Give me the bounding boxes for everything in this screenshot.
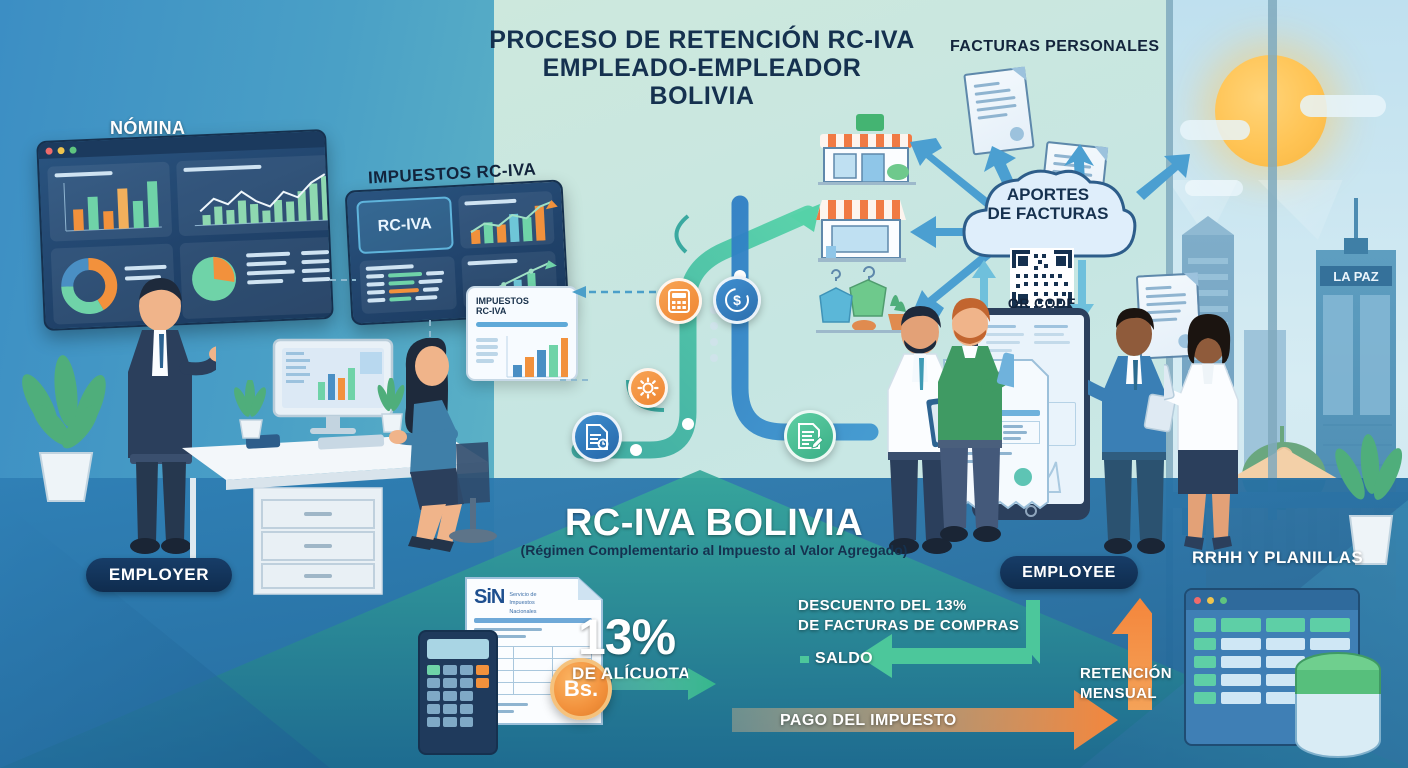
la-paz-building-label: LA PAZ xyxy=(1333,269,1379,284)
nomina-label: NÓMINA xyxy=(110,118,186,138)
page-title-line3: BOLIVIA xyxy=(649,82,755,110)
close-icon[interactable] xyxy=(45,146,53,155)
desktop-monitor[interactable] xyxy=(270,338,400,448)
descuento-line2: DE FACTURAS DE COMPRAS xyxy=(798,617,1020,635)
close-icon[interactable] xyxy=(1194,596,1201,604)
facturas-personales-label: FACTURAS PERSONALES xyxy=(950,38,1160,55)
calculator-icon[interactable] xyxy=(656,278,702,324)
document-clock-icon[interactable] xyxy=(572,412,622,462)
calculator-display xyxy=(427,639,489,659)
rrhh-table xyxy=(1186,610,1358,712)
rrhh-label: RRHH Y PLANILLAS xyxy=(1192,548,1364,567)
person-employee-3 xyxy=(1088,308,1176,554)
database-icon xyxy=(1295,652,1381,758)
qr-code-label: QR CODE xyxy=(1007,295,1077,311)
bottom-flow-arrows xyxy=(612,598,1152,750)
page-title-line1: PROCESO DE RETENCIÓN RC-IVA xyxy=(489,26,915,54)
window-mullion xyxy=(1268,0,1277,520)
svg-text:$: $ xyxy=(733,292,741,308)
maximize-icon[interactable] xyxy=(69,145,77,154)
sin-logo: SiN xyxy=(474,586,505,608)
footer-subtitle: (Régimen Complementario al Impuesto al V… xyxy=(520,542,908,558)
cloud-to-stores-arrows xyxy=(910,138,1002,318)
retencion-line1: RETENCIÓN xyxy=(1080,665,1172,682)
process-flow-arrows xyxy=(571,195,879,459)
descuento-line1: DESCUENTO DEL 13% xyxy=(798,597,967,614)
employee-seated-person xyxy=(389,338,497,552)
storefront-green-icon xyxy=(818,114,916,185)
maximize-icon[interactable] xyxy=(1220,596,1227,604)
retencion-label: RETENCIÓN MENSUAL xyxy=(1080,664,1172,705)
descuento-label: DESCUENTO DEL 13% DE FACTURAS DE COMPRAS xyxy=(798,596,1019,637)
retencion-line2: MENSUAL xyxy=(1080,685,1157,703)
storefront-orange-icon xyxy=(816,200,906,262)
aportes-line2: DE FACTURAS xyxy=(987,203,1109,223)
card-title-line2: RC-IVA xyxy=(476,306,507,317)
nomina-bars-panel xyxy=(47,161,173,242)
money-cycle-icon[interactable]: $ xyxy=(713,276,761,324)
receipt-seal xyxy=(1014,468,1032,486)
nomina-dashboard-screen[interactable] xyxy=(36,129,334,331)
gear-icon[interactable] xyxy=(628,368,668,408)
currency-badge-label: Bs. xyxy=(563,676,599,701)
sin-sub-line3: Nacionales xyxy=(509,608,537,615)
currency-badge: Bs. xyxy=(550,658,612,720)
minimize-icon[interactable] xyxy=(1207,596,1214,604)
page-title-line2: EMPLEADO-EMPLEADOR xyxy=(542,54,862,82)
person-employee-2 xyxy=(938,298,1014,542)
nomina-pie-panel xyxy=(179,236,334,320)
tablet-home-button[interactable] xyxy=(1025,505,1037,517)
nomina-trend-panel xyxy=(176,154,334,237)
window-titlebar xyxy=(1186,590,1358,610)
plant-desk-left xyxy=(234,380,266,439)
saldo-row: SALDO xyxy=(800,650,873,668)
pago-label: PAGO DEL IMPUESTO xyxy=(780,712,957,729)
saldo-marker xyxy=(800,655,809,663)
person-employee-4 xyxy=(1164,314,1239,550)
impuestos-rciva-card[interactable]: IMPUESTOS RC-IVA xyxy=(466,286,578,381)
cloud-decoration xyxy=(1300,95,1386,117)
card-bar-chart xyxy=(506,335,568,378)
sin-sub-line2: Impuestos xyxy=(509,600,535,607)
employer-person xyxy=(128,278,216,554)
document-pen-icon[interactable] xyxy=(784,410,836,462)
employee-badge: EMPLOYEE xyxy=(1000,556,1138,589)
employer-badge: EMPLOYER xyxy=(86,558,232,592)
clothing-rack-icon xyxy=(816,266,916,333)
page-title: PROCESO DE RETENCIÓN RC-IVA EMPLEADO-EMP… xyxy=(452,26,952,110)
minimize-icon[interactable] xyxy=(57,146,65,154)
footer-title: RC-IVA BOLIVIA xyxy=(564,502,864,544)
saldo-label: SALDO xyxy=(815,650,873,667)
rciva-bars-panel xyxy=(457,190,558,249)
calculator-device[interactable] xyxy=(418,630,498,755)
nomina-donut-panel xyxy=(50,243,176,325)
rate-value: 13% xyxy=(578,609,676,665)
qr-vertical-arrows xyxy=(972,260,1094,324)
qr-code-icon[interactable] xyxy=(1010,248,1074,312)
aportes-line1: APORTES xyxy=(1006,185,1090,204)
cloud-decoration xyxy=(1180,120,1250,140)
card-title-line1: IMPUESTOS xyxy=(476,296,529,306)
plant-left xyxy=(22,355,106,502)
plant-right xyxy=(1335,434,1403,565)
sin-sub-line1: Servicio de xyxy=(509,592,537,598)
aportes-cloud: APORTES DE FACTURAS xyxy=(958,168,1138,260)
plant-desk-right xyxy=(377,378,405,433)
